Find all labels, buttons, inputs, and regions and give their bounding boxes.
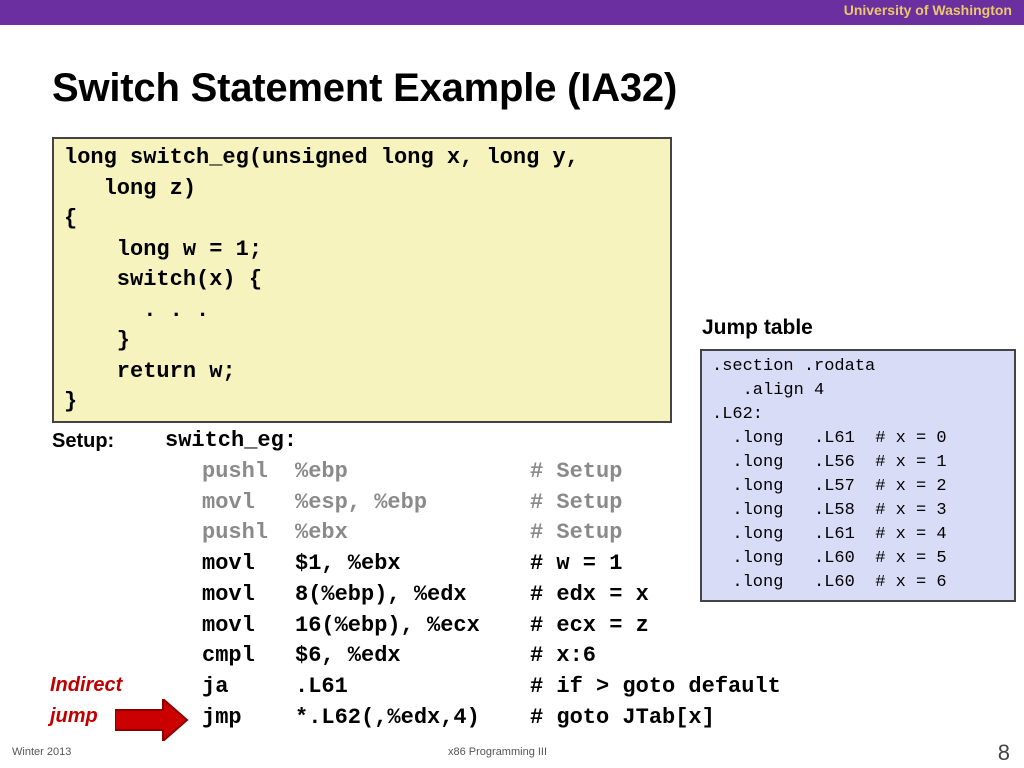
asm-op: pushl	[202, 459, 269, 484]
jump-table-box: .section .rodata .align 4 .L62: .long .L…	[700, 349, 1016, 602]
asm-op: movl	[202, 490, 255, 515]
asm-op: movl	[202, 613, 255, 638]
slide-title: Switch Statement Example (IA32)	[52, 66, 678, 110]
c-code-line: return w;	[64, 359, 236, 384]
asm-comment: # edx = x	[530, 582, 649, 607]
asm-args: %ebx	[295, 520, 348, 545]
jump-table-line: .long .L58 # x = 3	[712, 501, 947, 520]
asm-function-label: switch_eg:	[165, 428, 298, 453]
asm-args: .L61	[295, 674, 348, 699]
asm-op: movl	[202, 551, 255, 576]
asm-args: 8(%ebp), %edx	[295, 582, 467, 607]
c-code-box: long switch_eg(unsigned long x, long y, …	[52, 137, 672, 423]
page-number: 8	[997, 740, 1010, 765]
university-name: University of Washington	[843, 2, 1012, 18]
asm-args: $1, %ebx	[295, 551, 401, 576]
header-bar: University of Washington	[0, 0, 1024, 25]
asm-op: movl	[202, 582, 255, 607]
asm-op: pushl	[202, 520, 269, 545]
asm-op: ja	[202, 674, 229, 699]
asm-args: 16(%ebp), %ecx	[295, 613, 480, 638]
asm-comment: # w = 1	[530, 551, 623, 576]
asm-comment: # goto JTab[x]	[530, 705, 715, 730]
asm-op: jmp	[202, 705, 242, 730]
c-code-line: {	[64, 206, 78, 231]
c-code-line: switch(x) {	[64, 267, 263, 292]
footer-term: Winter 2013	[12, 746, 72, 758]
jump-table-line: .long .L61 # x = 4	[712, 525, 947, 544]
asm-args: $6, %edx	[295, 643, 401, 668]
asm-comment: # ecx = z	[530, 613, 649, 638]
asm-comment: # Setup	[530, 490, 623, 515]
asm-comment: # Setup	[530, 520, 623, 545]
jump-table-line: .long .L57 # x = 2	[712, 477, 947, 496]
c-code-line: }	[64, 389, 78, 414]
asm-comment: # x:6	[530, 643, 597, 668]
jump-table-line: .section .rodata	[712, 357, 876, 376]
setup-label: Setup:	[52, 430, 115, 452]
jump-table-line: .L62:	[712, 405, 764, 424]
jump-table-label: Jump table	[702, 316, 813, 339]
jump-table-line: .long .L61 # x = 0	[712, 429, 947, 448]
asm-op: cmpl	[202, 643, 255, 668]
asm-args: %esp, %ebp	[295, 490, 428, 515]
c-code-line: long w = 1;	[64, 237, 263, 262]
jump-table-line: .long .L60 # x = 5	[712, 549, 947, 568]
c-code-line: long z)	[64, 176, 197, 201]
jump-table-line: .align 4	[712, 381, 825, 400]
asm-args: *.L62(,%edx,4)	[295, 705, 480, 730]
jump-table-line: .long .L56 # x = 1	[712, 453, 947, 472]
c-code-line: }	[64, 328, 131, 353]
footer-course: x86 Programming III	[448, 746, 548, 758]
red-arrow-icon	[115, 699, 189, 741]
indirect-jump-label-line2: jump	[50, 705, 98, 727]
asm-comment: # if > goto default	[530, 674, 781, 699]
asm-comment: # Setup	[530, 459, 623, 484]
indirect-jump-label-line1: Indirect	[50, 674, 123, 696]
c-code-line: . . .	[64, 298, 210, 323]
asm-args: %ebp	[295, 459, 348, 484]
jump-table-line: .long .L60 # x = 6	[712, 573, 947, 592]
c-code-line: long switch_eg(unsigned long x, long y,	[64, 145, 579, 170]
